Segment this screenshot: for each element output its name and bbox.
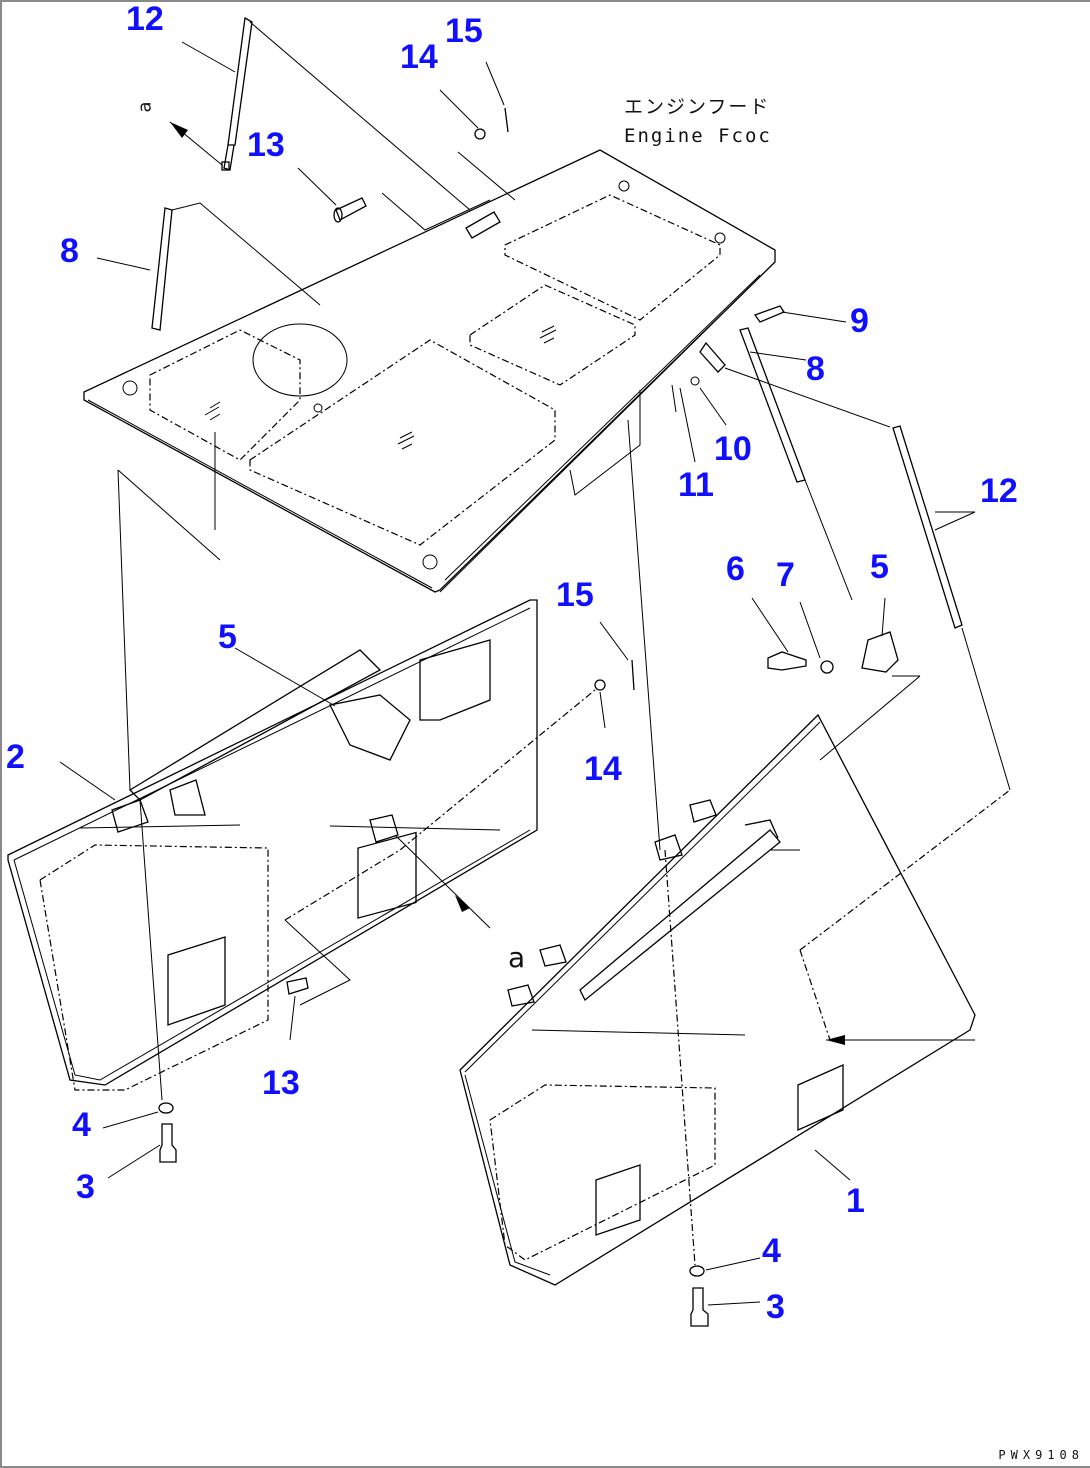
callout-4: 4 [72, 1106, 91, 1144]
callout-5: 5 [870, 548, 889, 586]
callout-6: 6 [726, 550, 745, 588]
callout-10: 10 [714, 430, 752, 468]
gas-spring-upper-left [169, 16, 471, 211]
callout-9: 9 [850, 302, 869, 340]
callout-14: 14 [584, 750, 622, 788]
callout-12: 12 [980, 472, 1018, 510]
right-side-door [459, 713, 1011, 1286]
title-english: Engine Fcoc [624, 125, 772, 147]
right-door-fasteners [689, 1257, 761, 1327]
drawing-code: PWX9108 [998, 1448, 1084, 1462]
callout-12: 12 [126, 0, 164, 38]
right-latch-group [751, 597, 921, 761]
title-japanese: エンジンフード [624, 96, 771, 118]
engine-hood-panel [83, 149, 776, 593]
callout-13: 13 [262, 1064, 300, 1102]
callout-3: 3 [76, 1168, 95, 1206]
stay-bracket-left [96, 202, 321, 331]
view-marker-rotated: a [134, 101, 156, 113]
callout-3: 3 [766, 1288, 785, 1326]
callout-1: 1 [846, 1182, 865, 1220]
callout-5: 5 [218, 618, 237, 656]
callout-8: 8 [806, 350, 825, 388]
callout-14: 14 [400, 38, 438, 76]
callout-2: 2 [6, 738, 25, 776]
view-marker: a [508, 941, 526, 974]
callout-15: 15 [556, 576, 594, 614]
callout-7: 7 [776, 556, 795, 594]
left-side-door [7, 419, 661, 1101]
pin-upper [297, 167, 491, 231]
callout-4: 4 [762, 1232, 781, 1270]
callout-11: 11 [678, 466, 714, 504]
gas-spring-right [892, 425, 1011, 791]
callout-13: 13 [247, 126, 285, 164]
hatch-marks [204, 325, 557, 450]
right-hinge-parts [671, 305, 891, 601]
left-door-fasteners [102, 1102, 177, 1179]
callout-15: 15 [445, 12, 483, 50]
washer-pin-upper [439, 61, 516, 239]
callout-8: 8 [60, 232, 79, 270]
